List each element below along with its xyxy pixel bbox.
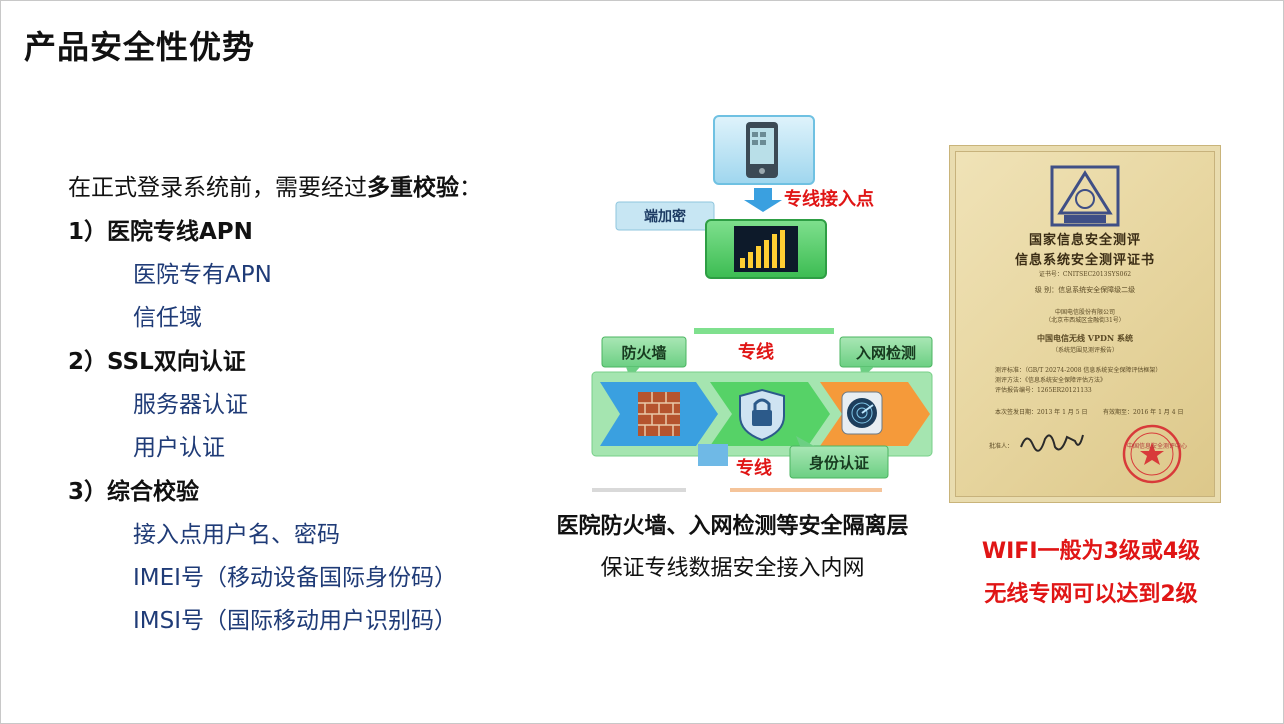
lock-shield-icon <box>739 388 785 442</box>
cert-level: 级 别：信息系统安全保障级二级 <box>1034 286 1136 294</box>
identity-label: 身份认证 <box>809 454 869 472</box>
intro-text: 在正式登录系统前，需要经过多重校验： <box>68 168 482 202</box>
phone-icon <box>713 115 815 185</box>
private-line-label-top: 专线 <box>738 341 774 363</box>
cert-system: 中国电信无线 VPDN 系统 <box>1036 333 1134 343</box>
cert-valid-until: 有效期至：2016 年 1 月 4 日 <box>1103 409 1184 416</box>
encrypt-label-box: 端加密 <box>615 201 715 231</box>
official-seal-icon <box>1122 424 1182 484</box>
cert-report-no: 评估报告编号：1265ER20121133 <box>995 387 1092 394</box>
network-check-label-box: 入网检测 <box>839 336 933 378</box>
cert-company: 中国电信股份有限公司 <box>1054 309 1115 316</box>
encrypt-label: 端加密 <box>644 208 686 225</box>
intro-prefix: 在正式登录系统前，需要经过 <box>68 175 367 201</box>
diagram-caption: 保证专线数据安全接入内网 <box>600 556 865 581</box>
cert-title-line1: 国家信息安全测评 <box>1028 233 1141 248</box>
section-item: 用户认证 <box>133 435 225 461</box>
firewall-label: 防火墙 <box>621 344 666 362</box>
section-heading-combined: 3）综合校验 <box>68 479 200 505</box>
section-heading-apn: 1）医院专线APN <box>68 219 253 245</box>
signal-tower-icon <box>705 219 827 279</box>
cert-company-address: （北京市西城区金融街31号） <box>1045 317 1125 324</box>
cert-issue-date: 本次签发日期：2013 年 1 月 5 日 <box>995 409 1088 416</box>
private-network-level-note: 无线专网可以达到2级 <box>984 582 1198 607</box>
network-check-label: 入网检测 <box>856 344 916 362</box>
section-item: 医院专有APN <box>133 262 272 288</box>
wifi-level-note: WIFI一般为3级或4级 <box>981 539 1201 564</box>
identity-label-box: 身份认证 <box>789 436 889 479</box>
diagram-caption-bold: 医院防火墙、入网检测等安全隔离层 <box>556 514 909 539</box>
cert-system-note: （系统范围见测评报告） <box>1051 347 1118 354</box>
brick-wall-icon <box>638 392 680 436</box>
cnitsec-logo-icon <box>1050 165 1120 227</box>
cert-approver: 批准人： <box>989 443 1014 450</box>
intro-bold: 多重校验 <box>367 175 459 201</box>
cert-title-line2: 信息系统安全测评证书 <box>1014 253 1155 268</box>
section-heading-ssl: 2）SSL双向认证 <box>68 349 246 375</box>
cert-standard: 测评标准：（GB/T 20274-2008 信息系统安全保障评估框架） <box>995 367 1162 374</box>
cert-number: 证书号：CNITSEC2013SYS062 <box>1038 271 1132 278</box>
divider-right <box>730 488 882 492</box>
firewall-label-box: 防火墙 <box>601 336 687 378</box>
section-item: 信任域 <box>133 305 202 331</box>
section-item: 接入点用户名、密码 <box>133 522 340 548</box>
cert-stamp-text: 中国信息安全测评中心 <box>1127 443 1188 450</box>
section-item: 服务器认证 <box>133 392 248 418</box>
down-arrow-icon <box>744 188 782 212</box>
cert-method: 测评方法：《信息系统安全保障评估方法》 <box>995 377 1107 384</box>
security-certificate-image: 国家信息安全测评 信息系统安全测评证书 证书号：CNITSEC2013SYS06… <box>949 145 1221 503</box>
radar-icon <box>841 391 883 435</box>
security-layer-diagram: 端加密 专线接入点 防火墙 专线 入网检测 <box>591 115 933 492</box>
section-item: IMEI号（移动设备国际身份码） <box>133 565 457 591</box>
connector-strip <box>694 328 834 334</box>
access-point-label: 专线接入点 <box>784 188 874 210</box>
page-title: 产品安全性优势 <box>24 28 256 66</box>
private-line-label-bottom: 专线 <box>736 457 772 479</box>
signature-icon <box>1020 434 1084 452</box>
divider-left <box>592 488 686 492</box>
section-item: IMSI号（国际移动用户识别码） <box>133 608 458 634</box>
connector-tab <box>698 444 728 466</box>
intro-suffix: ： <box>459 175 482 201</box>
